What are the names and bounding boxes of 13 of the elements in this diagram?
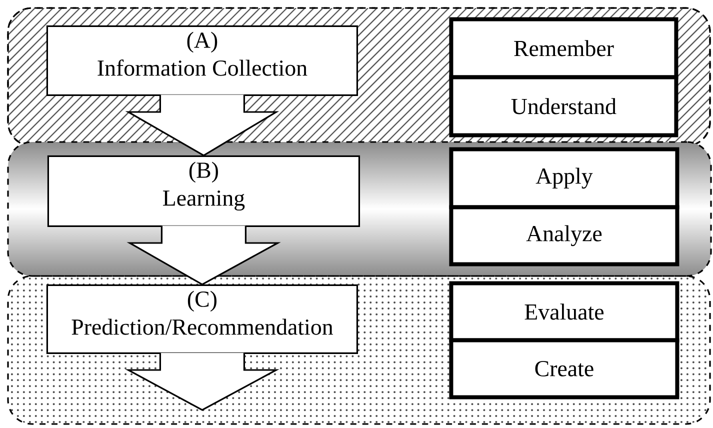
process-box: (C) Prediction/Recommendation: [46, 284, 358, 354]
band: [7, 275, 711, 425]
level-box: Evaluate: [449, 281, 680, 342]
level-box: Remember: [449, 17, 678, 80]
level-box: Understand: [449, 75, 678, 138]
block-arrow: [126, 225, 281, 286]
level-box: Apply: [449, 147, 680, 210]
block-arrow: [125, 352, 280, 411]
level-box: Analyze: [449, 205, 680, 266]
process-box: (A) Information Collection: [46, 25, 358, 96]
level-box: Create: [449, 338, 680, 400]
process-box: (B) Learning: [47, 155, 360, 227]
block-arrow: [125, 94, 280, 156]
